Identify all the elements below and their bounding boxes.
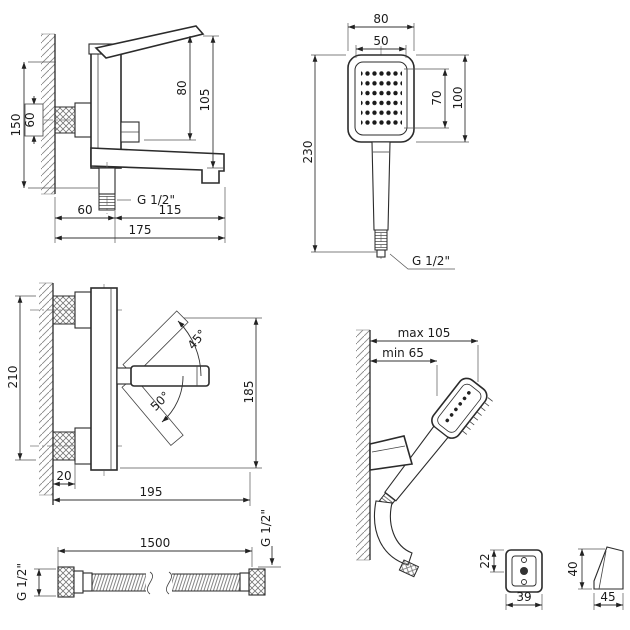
hose-body <box>57 566 266 598</box>
tail-pipe <box>98 167 116 195</box>
dim-20-label: 20 <box>56 469 71 483</box>
faucet-body-side <box>27 25 225 214</box>
wall-bracket <box>369 435 414 471</box>
dim-115-label: 115 <box>159 203 182 217</box>
dim-70-label: 70 <box>430 90 444 105</box>
dim-22-label: 22 <box>478 553 492 568</box>
bracket-dimensions: max 105 min 65 <box>370 326 479 396</box>
dim-175-label: 175 <box>129 223 152 237</box>
bracket-front-detail <box>505 549 543 593</box>
dim-1500-label: 1500 <box>140 536 171 550</box>
side-dimensions: 150 60 80 105 G 1/2" 60 115 175 <box>9 35 226 243</box>
hose-bend <box>373 500 413 566</box>
dim-40-label: 40 <box>566 561 580 576</box>
dim-230-label: 230 <box>301 141 315 164</box>
thread-label-hose-right: G 1/2" <box>259 509 273 547</box>
dim-min65-label: min 65 <box>382 346 424 360</box>
shower-view: 80 50 70 100 230 G 1/2" <box>301 12 469 270</box>
lever-front <box>130 365 210 387</box>
bracket-detail-views: 22 39 40 45 <box>478 546 624 610</box>
dim-60-box-label: 60 <box>23 112 37 127</box>
dim-80-label: 80 <box>175 80 189 95</box>
dim-185-label: 185 <box>242 381 256 404</box>
wall-section-bracket <box>356 329 371 561</box>
bracket-view: max 105 min 65 <box>356 326 493 578</box>
front-view: 45° 50° 210 185 20 195 <box>6 282 262 506</box>
shower-dimensions: 80 50 70 100 230 G 1/2" <box>301 12 469 270</box>
lever-side <box>94 25 205 59</box>
hose-nut <box>398 559 420 578</box>
hand-shower <box>347 46 415 262</box>
dim-100-label: 100 <box>451 87 465 110</box>
thread-label-hose-left: G 1/2" <box>15 563 29 601</box>
thread-label-shower: G 1/2" <box>412 254 450 268</box>
shower-handle <box>371 141 391 231</box>
dim-50-label: 50 <box>373 34 388 48</box>
angle-45-label: 45° <box>185 327 209 352</box>
lever-ghost-down <box>121 376 184 447</box>
dim-80-head-label: 80 <box>373 12 388 26</box>
spray-nozzles <box>361 69 402 128</box>
tilted-shower <box>378 377 493 510</box>
spout <box>90 147 225 184</box>
side-view: 150 60 80 105 G 1/2" 60 115 175 <box>9 25 226 243</box>
angle-50-label: 50° <box>148 389 173 414</box>
dim-195-label: 195 <box>140 485 163 499</box>
dim-210-label: 210 <box>6 366 20 389</box>
dim-150-label: 150 <box>9 114 23 137</box>
dim-60-label: 60 <box>77 203 92 217</box>
dim-39-label: 39 <box>516 590 531 604</box>
dim-105-label: 105 <box>198 89 212 112</box>
faucet-body-front <box>30 284 210 476</box>
dim-max105-label: max 105 <box>398 326 451 340</box>
hose-dimensions: 1500 G 1/2" G 1/2" <box>15 509 281 601</box>
hose-view: 1500 G 1/2" G 1/2" <box>15 509 281 601</box>
thread-label-side: G 1/2" <box>137 193 175 207</box>
wall-section-front <box>39 282 54 505</box>
dim-45-label: 45 <box>600 590 615 604</box>
bracket-side-detail <box>593 546 624 590</box>
